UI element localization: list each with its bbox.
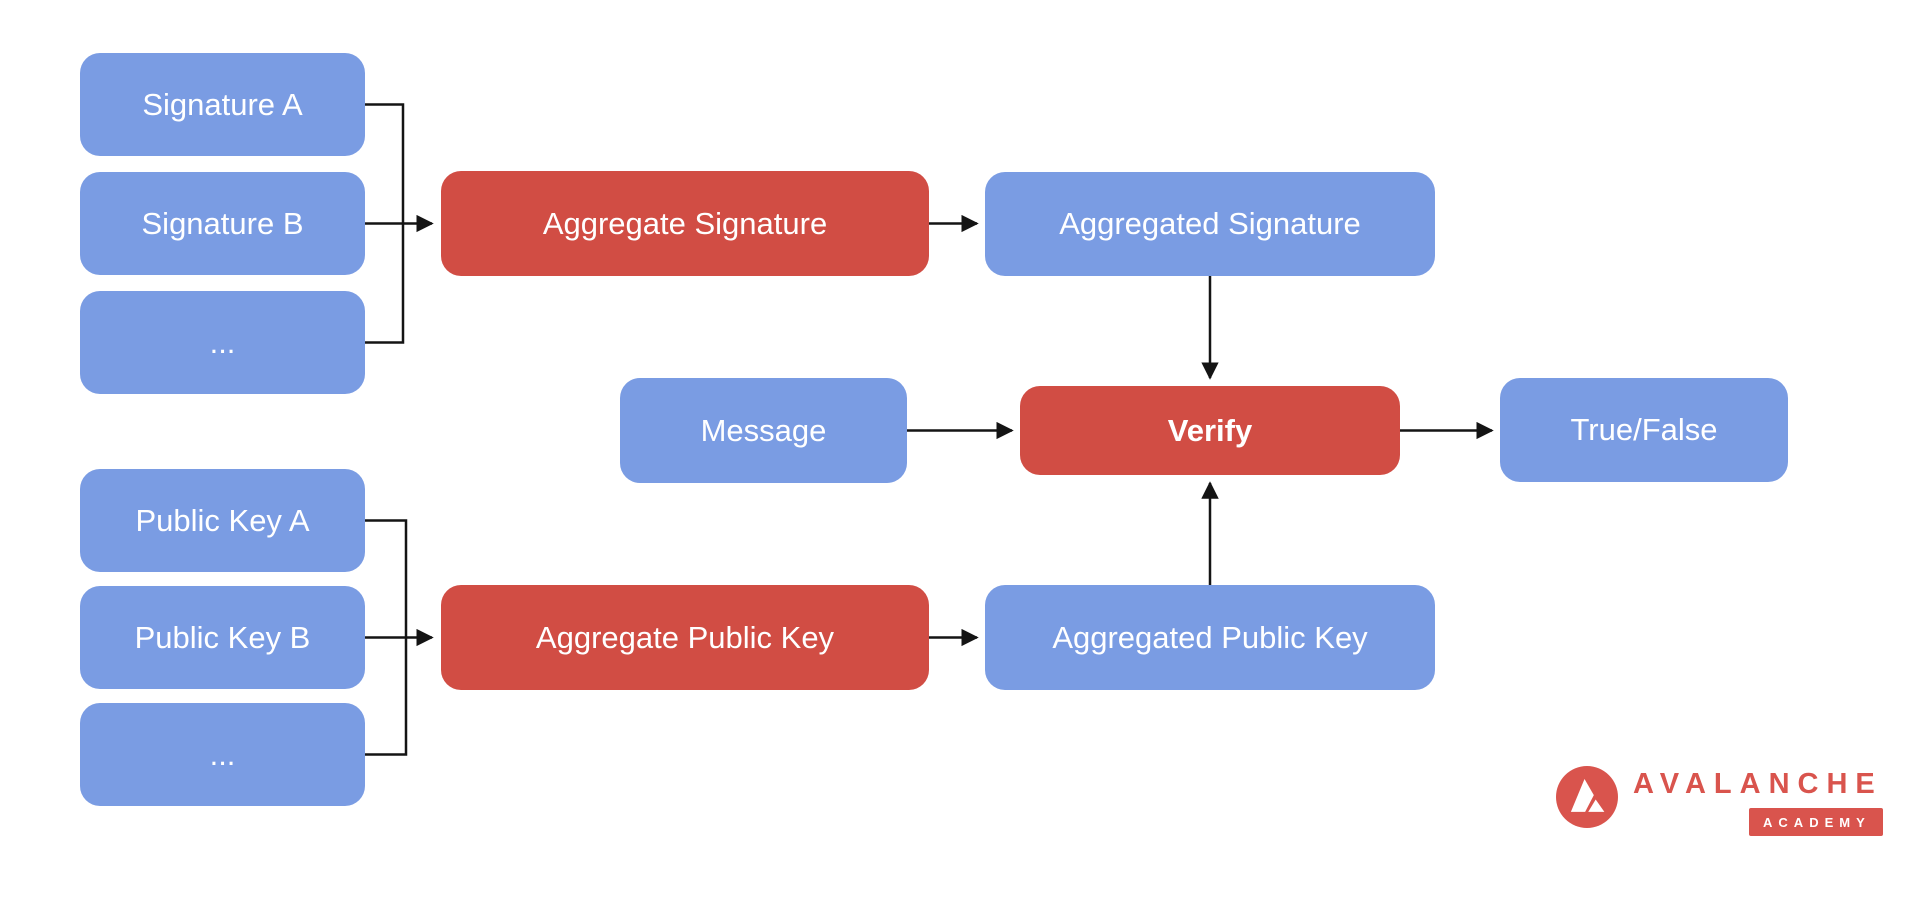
node-message: Message: [620, 378, 907, 483]
node-true-false: True/False: [1500, 378, 1788, 482]
node-public-key-a: Public Key A: [80, 469, 365, 572]
node-signature-a: Signature A: [80, 53, 365, 156]
node-signature-ellipsis: ...: [80, 291, 365, 394]
avalanche-logo-icon: [1556, 766, 1618, 828]
logo-brand-text: AVALANCHE: [1633, 768, 1883, 800]
node-aggregated-public-key: Aggregated Public Key: [985, 585, 1435, 690]
node-public-key-b: Public Key B: [80, 586, 365, 689]
node-aggregated-signature: Aggregated Signature: [985, 172, 1435, 276]
avalanche-academy-logo: AVALANCHE ACADEMY: [1556, 766, 1883, 836]
node-aggregate-public-key: Aggregate Public Key: [441, 585, 929, 690]
node-verify: Verify: [1020, 386, 1400, 475]
logo-academy-badge: ACADEMY: [1749, 808, 1883, 836]
bracket-signatures: [365, 103, 405, 344]
node-signature-b: Signature B: [80, 172, 365, 275]
bracket-public-keys: [365, 519, 408, 756]
node-aggregate-signature: Aggregate Signature: [441, 171, 929, 276]
node-public-key-ellipsis: ...: [80, 703, 365, 806]
